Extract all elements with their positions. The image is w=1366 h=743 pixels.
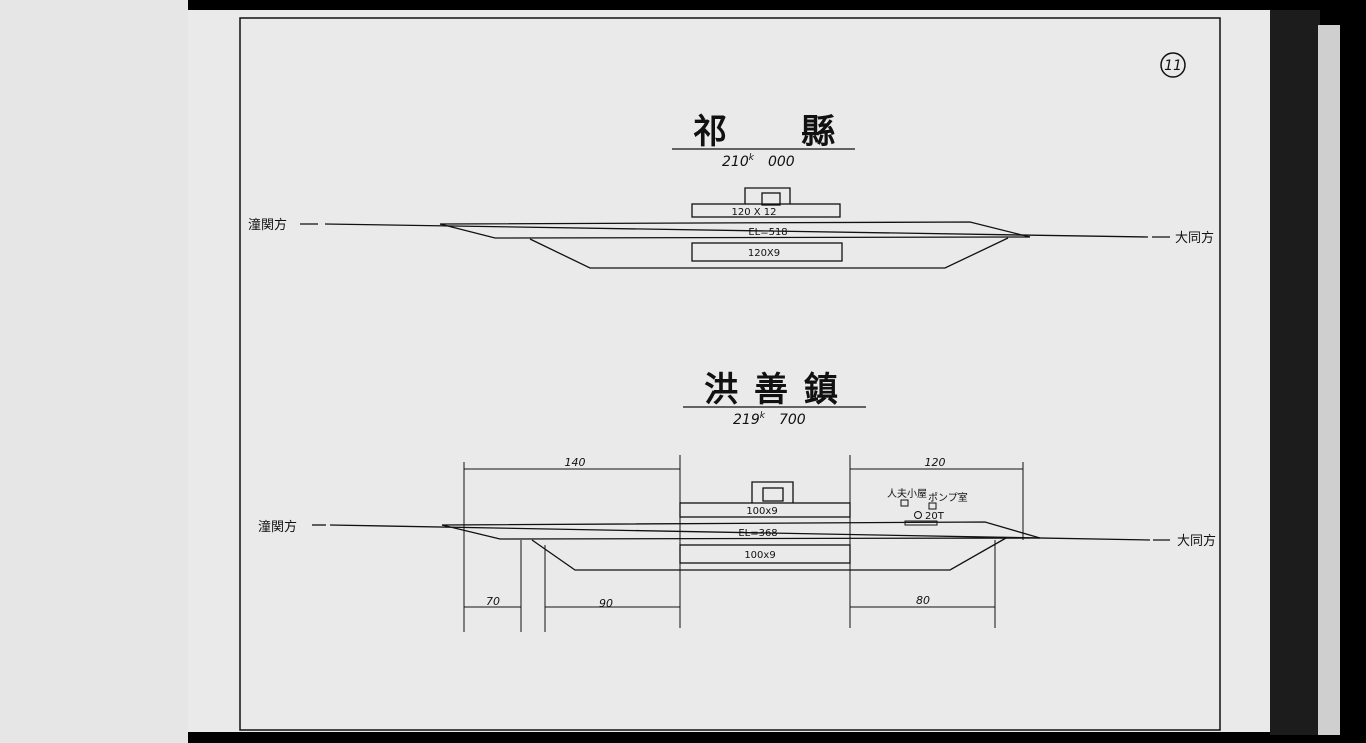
- station-1-passing-loop: [439, 223, 1031, 239]
- station-2-passing-loop: [441, 524, 1041, 540]
- binding-strip: [1270, 10, 1320, 735]
- station-1-elevation: EL=518: [748, 227, 787, 238]
- station-2-siding: [531, 537, 1007, 571]
- svg-text:120X9: 120X9: [748, 248, 780, 259]
- station-2-platform-upper: [679, 502, 851, 518]
- pump-room-label: ポンプ室: [928, 491, 968, 504]
- station-1-siding: [529, 237, 1009, 269]
- drawing-frame: [239, 17, 1221, 731]
- water-tank-label: 20T: [925, 511, 945, 522]
- station-1-platform-lower: [691, 242, 843, 262]
- svg-text:100x9: 100x9: [744, 550, 775, 561]
- station-2-west-label: 潼関方: [258, 519, 297, 535]
- paper-left-margin: [0, 0, 188, 743]
- dim-80: 80: [916, 594, 930, 607]
- station-2-building: [751, 481, 794, 503]
- station-2-east-label: 大同方: [1177, 533, 1216, 549]
- station-1-building: [744, 187, 791, 204]
- station-1-name: 祁 縣: [693, 112, 837, 152]
- water-tank-icon: [914, 511, 922, 519]
- station-2-platform-lower: [679, 544, 851, 564]
- station-1-main-track: [324, 223, 1149, 238]
- dim-70: 70: [486, 595, 500, 608]
- pump-room: [928, 502, 937, 510]
- stamp-strip: [1318, 25, 1340, 735]
- station-2-elevation: EL=368: [738, 528, 777, 539]
- svg-text:120 X 12: 120 X 12: [731, 207, 776, 218]
- station-1-platform-upper: [691, 203, 841, 218]
- paper-sheet: [183, 10, 1288, 732]
- dim-120: 120: [925, 456, 946, 469]
- station-1-east-label: 大同方: [1175, 230, 1214, 246]
- dim-90: 90: [599, 597, 613, 610]
- dim-140: 140: [565, 456, 586, 469]
- page-number: 11: [1160, 52, 1186, 78]
- page-number-text: 11: [1164, 58, 1182, 74]
- labor-hut-label: 人夫小屋: [887, 488, 927, 500]
- svg-text:100x9: 100x9: [746, 506, 777, 517]
- labor-hut: [900, 499, 909, 507]
- station-1-west-label: 潼関方: [248, 217, 287, 233]
- station-2-name: 洪 善 鎮: [704, 370, 840, 410]
- station-2-bottom-dimensions: [464, 540, 996, 632]
- station-2-top-dimensions: [463, 455, 1024, 632]
